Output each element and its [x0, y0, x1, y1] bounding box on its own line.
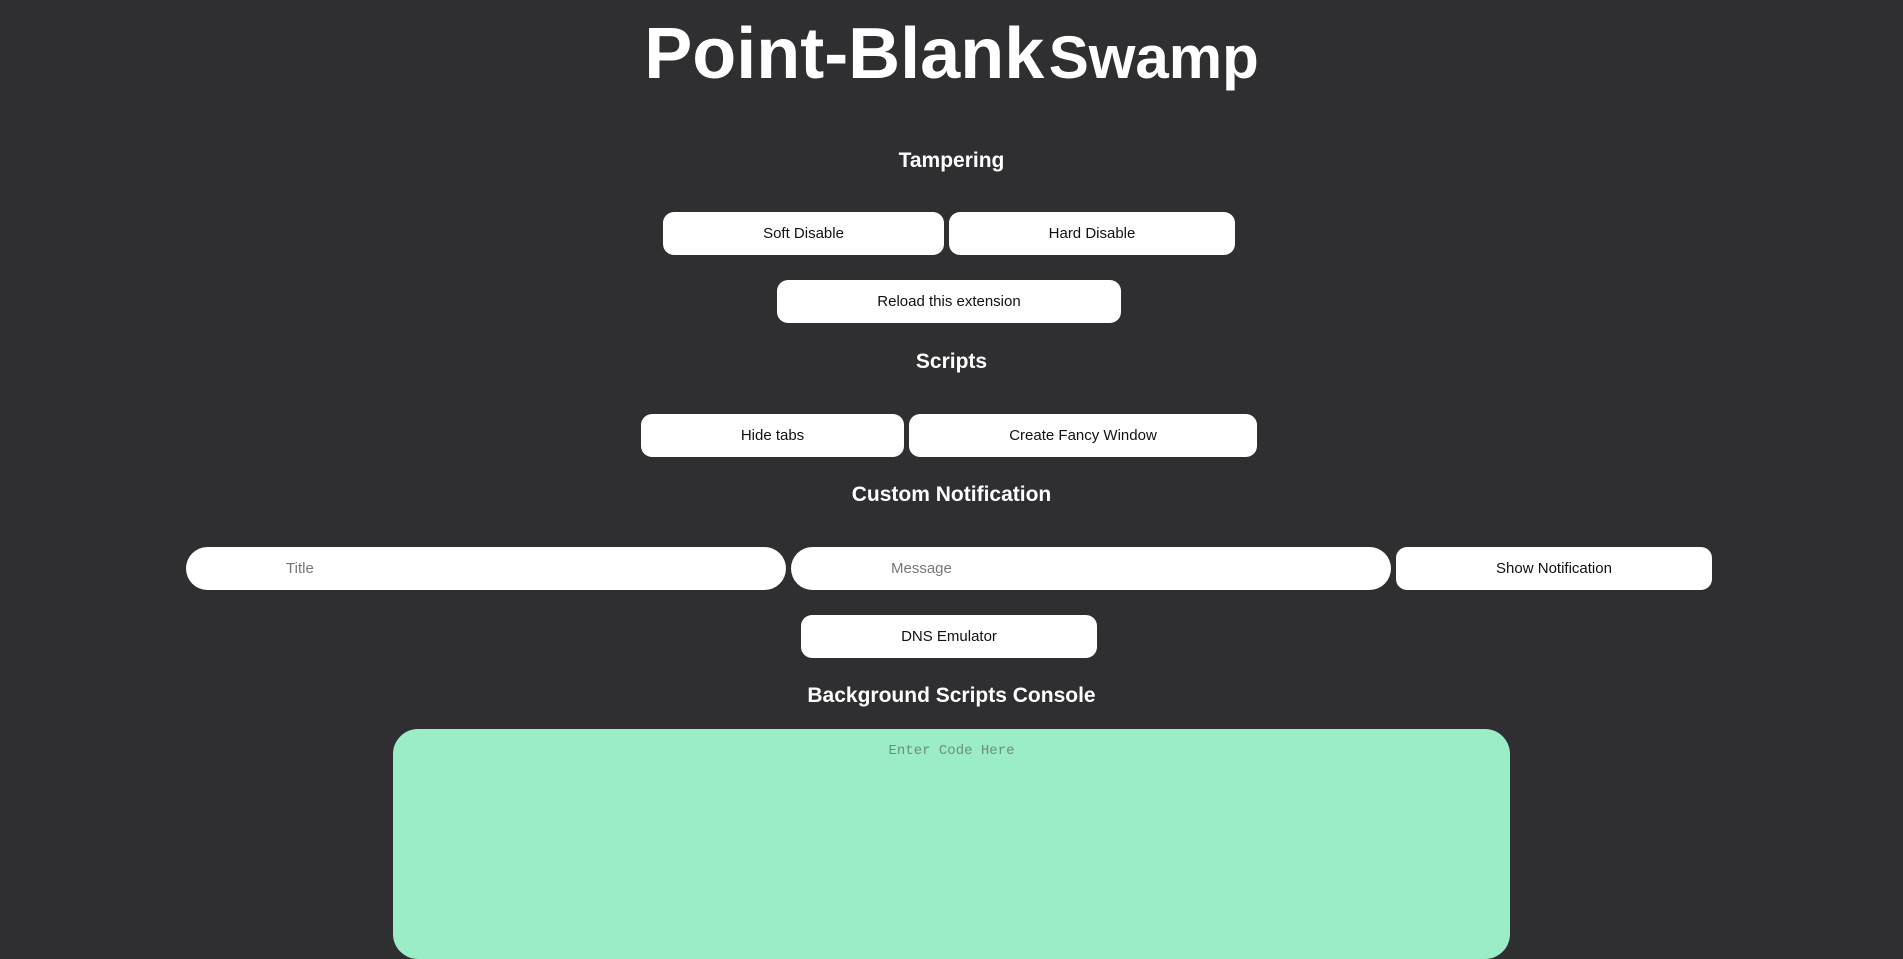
console-heading: Background Scripts Console [807, 684, 1096, 707]
page-title-sub: Swamp [1048, 24, 1259, 91]
page-title: Point-Blank Swamp [0, 18, 1903, 90]
hide-tabs-button[interactable]: Hide tabs [641, 414, 904, 457]
create-fancy-window-button[interactable]: Create Fancy Window [909, 414, 1257, 457]
show-notification-button[interactable]: Show Notification [1396, 547, 1712, 590]
notification-title-input[interactable] [186, 547, 786, 590]
console-code-input[interactable] [393, 729, 1510, 959]
dns-emulator-button[interactable]: DNS Emulator [801, 615, 1097, 658]
soft-disable-button[interactable]: Soft Disable [663, 212, 944, 255]
notification-message-input[interactable] [791, 547, 1391, 590]
page-title-main: Point-Blank [644, 14, 1045, 94]
reload-extension-button[interactable]: Reload this extension [777, 280, 1121, 323]
custom-notification-heading: Custom Notification [851, 483, 1052, 506]
tampering-heading: Tampering [898, 149, 1005, 172]
hard-disable-button[interactable]: Hard Disable [949, 212, 1235, 255]
scripts-heading: Scripts [915, 350, 988, 373]
